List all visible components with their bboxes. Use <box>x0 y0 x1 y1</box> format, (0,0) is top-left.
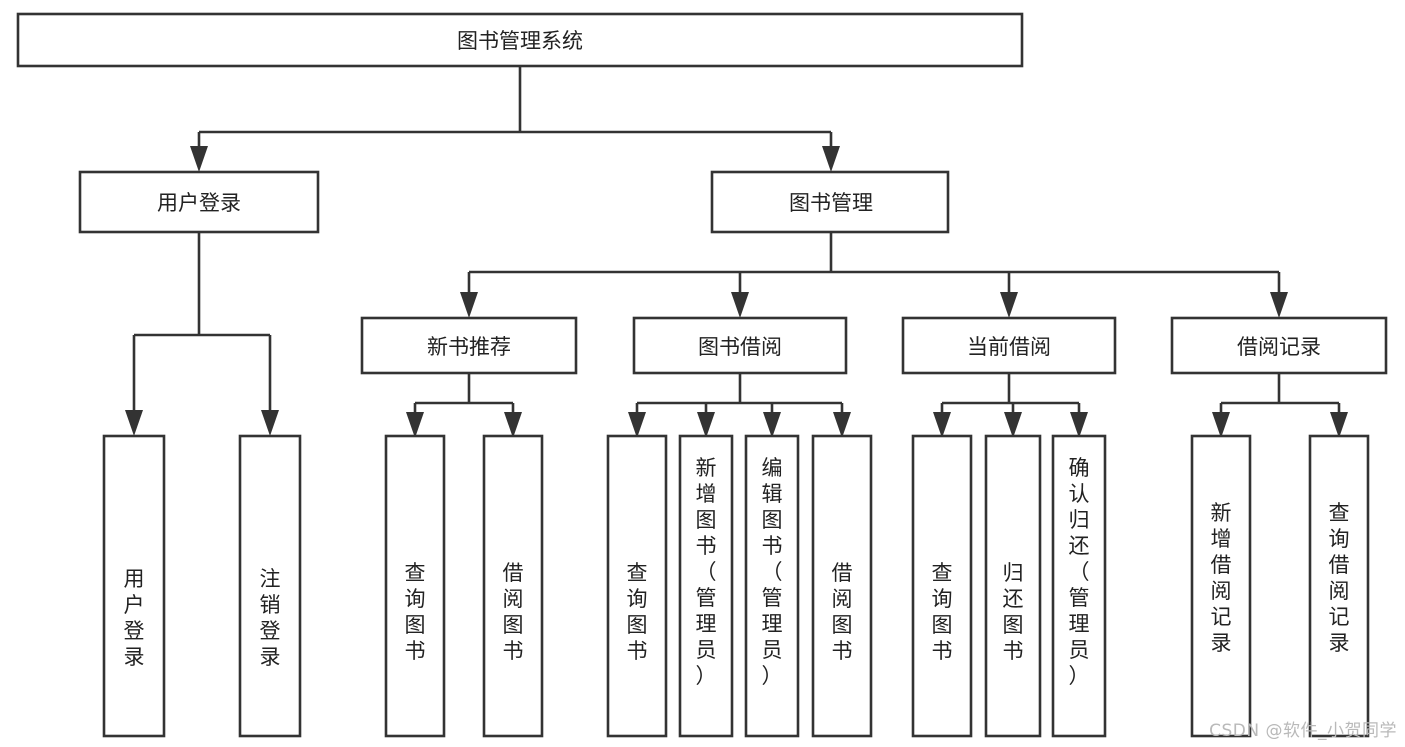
arrow-to-book-borrow <box>731 292 749 318</box>
arrow-to-user-login <box>190 146 208 172</box>
arrow-to-leaf-query-books-2 <box>628 412 646 438</box>
node-leaf-user-login-label: 用户登录 <box>124 567 145 669</box>
arrow-to-leaf-return-books <box>1004 412 1022 438</box>
node-root-box[interactable] <box>16 12 1024 68</box>
arrow-to-leaf-query-record <box>1330 412 1348 438</box>
node-leaf-logout-label: 注销登录 <box>260 567 281 669</box>
node-leaf-add-record-box[interactable] <box>1190 434 1252 738</box>
arrow-to-new-book-rec <box>460 292 478 318</box>
node-borrow-record-box[interactable] <box>1170 316 1388 375</box>
arrow-to-leaf-borrow-books-2 <box>833 412 851 438</box>
node-leaf-return-books-label: 归还图书 <box>1003 561 1024 663</box>
node-leaf-confirm-return[interactable]: 确认归还（管理员） <box>1051 434 1107 738</box>
node-leaf-return-books[interactable]: 归还图书 <box>984 434 1042 738</box>
arrow-to-leaf-borrow-books-1 <box>504 412 522 438</box>
arrow-to-leaf-query-books-3 <box>933 412 951 438</box>
node-new-book-rec[interactable]: 新书推荐 <box>360 316 578 375</box>
node-leaf-user-login-box[interactable] <box>102 434 166 738</box>
node-leaf-borrow-books-1-box[interactable] <box>482 434 544 738</box>
node-leaf-borrow-books-2-label: 借阅图书 <box>832 561 853 663</box>
node-leaf-logout-box[interactable] <box>238 434 302 738</box>
arrow-to-leaf-user-login <box>125 410 143 436</box>
node-leaf-query-books-1[interactable]: 查询图书 <box>384 434 446 738</box>
connector-layer <box>125 66 1348 438</box>
node-new-book-rec-label: 新书推荐 <box>427 335 511 359</box>
node-leaf-add-book-label: 新增图书（管理员） <box>696 456 717 688</box>
arrow-to-book-manage <box>822 146 840 172</box>
node-user-login[interactable]: 用户登录 <box>78 170 320 234</box>
node-borrow-record-label: 借阅记录 <box>1237 335 1321 359</box>
node-leaf-query-books-3-label: 查询图书 <box>932 561 953 663</box>
node-leaf-confirm-return-label: 确认归还（管理员） <box>1069 456 1090 688</box>
node-leaf-borrow-books-1-label: 借阅图书 <box>503 561 524 663</box>
node-root[interactable]: 图书管理系统 <box>16 12 1024 68</box>
node-leaf-edit-book[interactable]: 编辑图书（管理员） <box>744 434 800 738</box>
node-leaf-query-books-3-box[interactable] <box>911 434 973 738</box>
leaf-nodes-layer: 用户登录 注销登录 查询图书 借阅图书 查询图书 新增图书（管理员） <box>102 434 1370 738</box>
node-user-login-label: 用户登录 <box>157 191 241 215</box>
node-leaf-query-record[interactable]: 查询借阅记录 <box>1308 434 1370 738</box>
node-root-label: 图书管理系统 <box>457 29 583 53</box>
arrow-to-leaf-query-books-1 <box>406 412 424 438</box>
node-book-manage[interactable]: 图书管理 <box>710 170 950 234</box>
node-leaf-query-books-1-box[interactable] <box>384 434 446 738</box>
csdn-watermark: CSDN @软件_小贺同学 <box>1209 721 1397 741</box>
arrow-to-borrow-record <box>1270 292 1288 318</box>
node-borrow-record[interactable]: 借阅记录 <box>1170 316 1388 375</box>
node-leaf-return-books-box[interactable] <box>984 434 1042 738</box>
node-leaf-add-book-box[interactable] <box>678 434 734 738</box>
node-book-borrow-box[interactable] <box>632 316 848 375</box>
node-leaf-query-books-2-label: 查询图书 <box>627 561 648 663</box>
arrow-to-leaf-confirm-return <box>1070 412 1088 438</box>
node-leaf-query-books-2[interactable]: 查询图书 <box>606 434 668 738</box>
node-leaf-logout[interactable]: 注销登录 <box>238 434 302 738</box>
node-book-manage-box[interactable] <box>710 170 950 234</box>
node-leaf-add-record[interactable]: 新增借阅记录 <box>1190 434 1252 738</box>
node-leaf-edit-book-box[interactable] <box>744 434 800 738</box>
node-leaf-add-record-label: 新增借阅记录 <box>1211 501 1232 655</box>
node-book-borrow[interactable]: 图书借阅 <box>632 316 848 375</box>
node-leaf-add-book[interactable]: 新增图书（管理员） <box>678 434 734 738</box>
node-leaf-user-login[interactable]: 用户登录 <box>102 434 166 738</box>
node-leaf-borrow-books-2[interactable]: 借阅图书 <box>811 434 873 738</box>
node-book-borrow-label: 图书借阅 <box>698 335 782 359</box>
node-current-borrow-box[interactable] <box>901 316 1117 375</box>
node-leaf-query-record-box[interactable] <box>1308 434 1370 738</box>
node-user-login-box[interactable] <box>78 170 320 234</box>
node-leaf-edit-book-label: 编辑图书（管理员） <box>762 456 783 688</box>
node-leaf-borrow-books-1[interactable]: 借阅图书 <box>482 434 544 738</box>
arrow-to-leaf-add-book <box>697 412 715 438</box>
node-current-borrow[interactable]: 当前借阅 <box>901 316 1117 375</box>
node-leaf-confirm-return-box[interactable] <box>1051 434 1107 738</box>
node-leaf-query-record-label: 查询借阅记录 <box>1329 501 1350 655</box>
node-current-borrow-label: 当前借阅 <box>967 335 1051 359</box>
arrow-to-leaf-edit-book <box>763 412 781 438</box>
arrow-to-leaf-logout <box>261 410 279 436</box>
node-leaf-query-books-3[interactable]: 查询图书 <box>911 434 973 738</box>
node-new-book-rec-box[interactable] <box>360 316 578 375</box>
node-leaf-query-books-2-box[interactable] <box>606 434 668 738</box>
arrow-to-current-borrow <box>1000 292 1018 318</box>
node-book-manage-label: 图书管理 <box>789 191 873 215</box>
node-leaf-borrow-books-2-box[interactable] <box>811 434 873 738</box>
arrow-to-leaf-add-record <box>1212 412 1230 438</box>
node-leaf-query-books-1-label: 查询图书 <box>405 561 426 663</box>
